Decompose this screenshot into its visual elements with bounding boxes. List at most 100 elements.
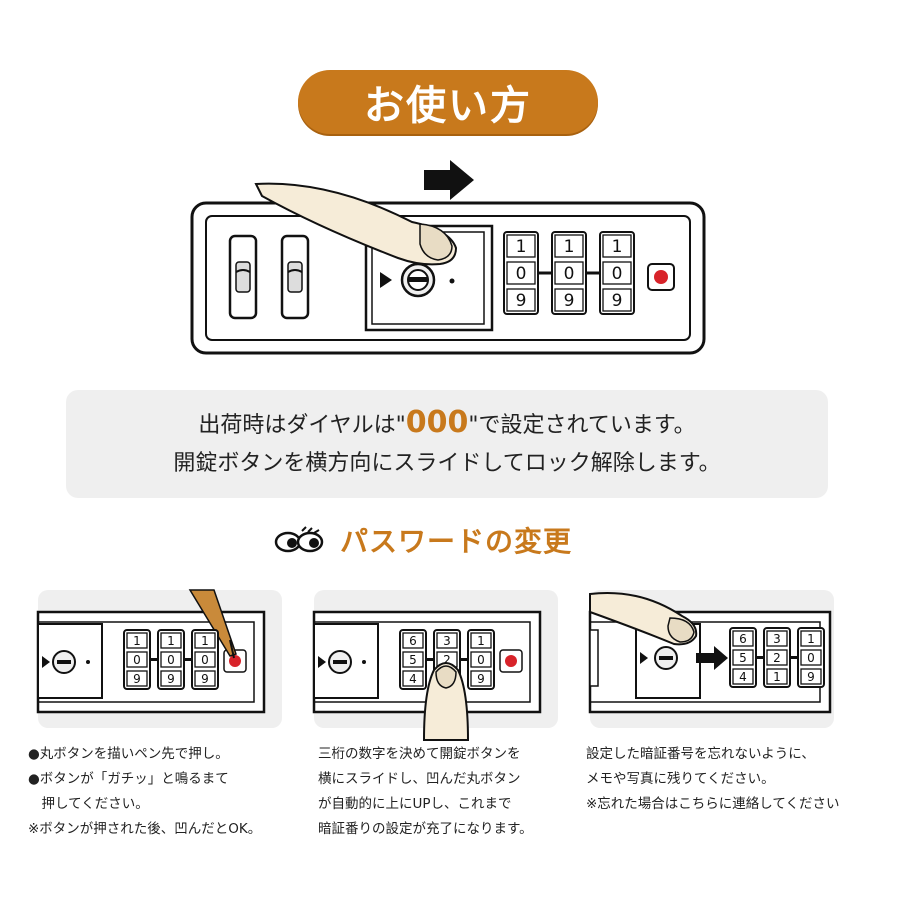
- dial-digit: 1: [167, 634, 175, 648]
- step2-line: 暗証番りの設定が充了になります。: [318, 821, 533, 837]
- finger-main: [254, 182, 458, 266]
- dial-digit: 1: [133, 634, 141, 648]
- dial-cell: [506, 288, 536, 312]
- dial-digit: 9: [477, 672, 485, 686]
- dial-digit: 0: [477, 653, 485, 667]
- keyhole-icon: [400, 262, 436, 298]
- dial-cell: [602, 234, 632, 258]
- dial-cell: [160, 651, 182, 668]
- dial-cell: [554, 261, 584, 285]
- dial-cell: [402, 632, 424, 649]
- dial-cell: [732, 630, 754, 647]
- step1-line: ●丸ボタンを描いペン先で押し。: [28, 746, 229, 762]
- dial-cell: [766, 668, 788, 685]
- step1-line: 押してください。: [28, 796, 149, 812]
- small-arrow-icon: [380, 272, 392, 288]
- dial-digit: 4: [739, 670, 747, 684]
- dial-cell: [554, 288, 584, 312]
- info-line2: 開錠ボタンを横方向にスライドしてロック解除します。: [173, 451, 721, 476]
- dial-digit: 9: [201, 672, 209, 686]
- dial-digit: 9: [516, 291, 527, 311]
- dial-digit: 1: [564, 237, 575, 257]
- dial-cell: [800, 668, 822, 685]
- dial-digit: 2: [773, 651, 781, 665]
- dial-cell: [602, 261, 632, 285]
- step2-line: 横にスライドし、凹んだ丸ボタン: [318, 771, 521, 787]
- dial-cell: [766, 630, 788, 647]
- dial-digit: 4: [409, 672, 417, 686]
- step3-line: 設定した暗証番号を忘れないように、: [586, 746, 815, 762]
- step1-text: ●丸ボタンを描いペン先で押し。 ●ボタンが「ガチッ」と鳴るまて 押してください。…: [28, 742, 261, 842]
- dial-digit: 1: [477, 634, 485, 648]
- step2-line: 三桁の数字を決めて開錠ボタンを: [318, 746, 521, 762]
- info-box: 出荷時はダイヤルは"000"で設定されています。 開錠ボタンを横方向にスライドし…: [66, 390, 828, 498]
- dial-digit: 9: [564, 291, 575, 311]
- dial-cell: [470, 670, 492, 687]
- dial-group-step2: 6 5 4 3 2 1 1 0 9: [399, 629, 495, 690]
- dial-digit: 1: [516, 237, 527, 257]
- dial-cell: [436, 632, 458, 649]
- dial-cell: [506, 261, 536, 285]
- dial-digit: 1: [807, 632, 815, 646]
- dial-cell: [554, 234, 584, 258]
- dial-cell: [126, 670, 148, 687]
- arrow-right-icon: [424, 160, 474, 200]
- dial-cell: [194, 632, 216, 649]
- slide-button: [364, 224, 494, 332]
- dial-cell: [126, 651, 148, 668]
- step1-line: ●ボタンが「ガチッ」と鳴るまて: [28, 771, 229, 787]
- step3-text: 設定した暗証番号を忘れないように、 メモや写真に残りてください。 ※忘れた場合は…: [586, 742, 840, 817]
- dial-digit: 5: [739, 651, 747, 665]
- dial-digit: 2: [443, 653, 451, 667]
- dial-cell: [732, 649, 754, 666]
- step3-line: ※忘れた場合はこちらに連絡してください: [586, 796, 840, 812]
- dial-digit: 9: [807, 670, 815, 684]
- dial-digit: 5: [409, 653, 417, 667]
- default-code: 000: [405, 405, 469, 440]
- dial-digit: 0: [201, 653, 209, 667]
- latch-right: [280, 234, 310, 320]
- dial-digit: 0: [133, 653, 141, 667]
- dial-digit: 9: [612, 291, 623, 311]
- dial-cell: [194, 670, 216, 687]
- dial-cell: [602, 288, 632, 312]
- dial-digit: 0: [612, 264, 623, 284]
- dial-digit: 6: [739, 632, 747, 646]
- dial-digit: 0: [807, 651, 815, 665]
- dial-digit: 0: [167, 653, 175, 667]
- dial-cell: [470, 632, 492, 649]
- page-title: お使い方: [298, 70, 598, 134]
- dial-digit: 6: [409, 634, 417, 648]
- latch-left: [228, 234, 258, 320]
- password-section-title: パスワードの変更: [340, 525, 573, 558]
- dial-cell: [160, 632, 182, 649]
- dial-cell: [402, 651, 424, 668]
- info-line1-pre: 出荷時はダイヤルは": [198, 413, 406, 438]
- dial-cell: [470, 651, 492, 668]
- dial-cell: [194, 651, 216, 668]
- dial-cell: [800, 630, 822, 647]
- password-section-heading: パスワードの変更: [272, 520, 572, 560]
- dial-cell: [126, 632, 148, 649]
- step2-line: が自動的に上にUPし、これまで: [318, 796, 512, 812]
- step1-line: ※ボタンが押された後、凹んだとOK。: [28, 821, 262, 837]
- dial-digit: 1: [612, 237, 623, 257]
- dial-digit: 9: [167, 672, 175, 686]
- reset-button-main: [654, 270, 668, 284]
- dial-digit: 9: [133, 672, 141, 686]
- dial-digit: 3: [443, 634, 451, 648]
- info-line1-post: "で設定されています。: [468, 413, 696, 438]
- dial-digit: 1: [443, 672, 451, 686]
- dial-digit: 3: [773, 632, 781, 646]
- dial-cell: [732, 668, 754, 685]
- dial-cell: [506, 234, 536, 258]
- step3-line: メモや写真に残りてください。: [586, 771, 775, 787]
- dial-cell: [800, 649, 822, 666]
- step2-text: 三桁の数字を決めて開錠ボタンを 横にスライドし、凹んだ丸ボタン が自動的に上にU…: [318, 742, 533, 842]
- eyes-icon: [274, 526, 324, 553]
- dial-digit: 0: [516, 264, 527, 284]
- dial-group-step3: 6 5 4 3 2 1 1 0 9: [729, 627, 825, 688]
- dial-digit: 1: [773, 670, 781, 684]
